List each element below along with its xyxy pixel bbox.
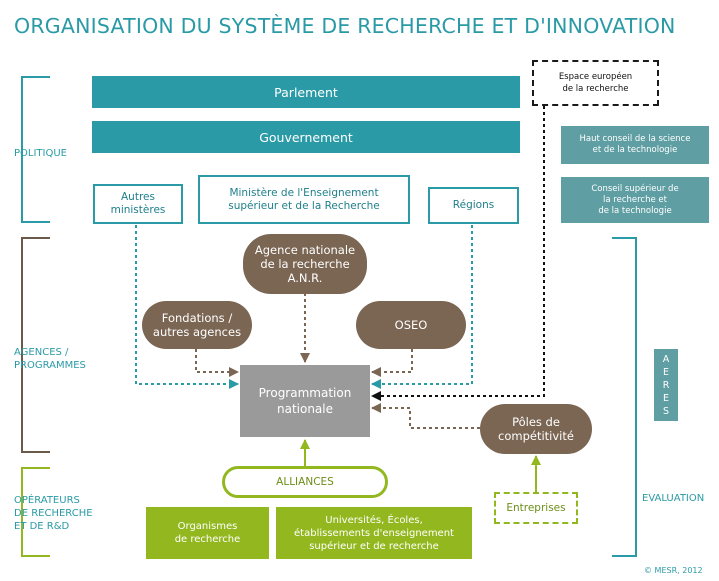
poles-line-1: Pôles de — [512, 415, 560, 429]
ministere-line-2: supérieur et de la Recherche — [228, 199, 380, 212]
autres-ministeres-line-1: Autres — [121, 191, 155, 203]
node-gouvernement: Gouvernement — [92, 121, 520, 153]
fondations-line-2: autres agences — [152, 325, 242, 339]
anr-line-2: de la recherche — [260, 257, 350, 271]
universites-line-2: établissements d'enseignement — [294, 527, 454, 539]
anr-line-3: A.N.R. — [287, 271, 323, 285]
node-parlement: Parlement — [92, 76, 520, 108]
node-entreprises: Entreprises — [494, 492, 578, 524]
node-ministere-esr: Ministère de l'Enseignement supérieur et… — [198, 175, 410, 224]
node-oseo: OSEO — [356, 301, 466, 349]
arrow-regions — [371, 225, 473, 389]
label-operateurs-line-2: DE RECHERCHE — [14, 508, 93, 519]
label-operateurs: OPÉRATEURS DE RECHERCHE ET DE R&D — [14, 494, 93, 533]
organismes-line-2: de recherche — [174, 534, 241, 545]
aeres-letter-5: S — [662, 405, 670, 417]
arrow-oseo — [371, 349, 413, 377]
node-espace-europeen: Espace européen de la recherche — [532, 60, 659, 106]
aeres-letter-4: E — [662, 392, 669, 404]
bracket-politique — [21, 76, 50, 223]
page-title: ORGANISATION DU SYSTÈME DE RECHERCHE ET … — [14, 14, 676, 38]
programmation-line-2: nationale — [276, 402, 333, 416]
node-conseil-superieur: Conseil supérieur de la recherche et de … — [561, 177, 709, 223]
node-anr: Agence nationale de la recherche A.N.R. — [243, 234, 367, 294]
universites-line-1: Universités, Écoles, — [325, 514, 423, 526]
aeres-letter-1: A — [662, 353, 670, 365]
anr-line-1: Agence nationale — [254, 243, 356, 257]
label-evaluation: EVALUATION — [642, 493, 705, 504]
aeres-letter-3: R — [662, 379, 670, 391]
node-haut-conseil: Haut conseil de la science et de la tech… — [561, 126, 709, 164]
label-operateurs-line-3: ET DE R&D — [14, 521, 70, 532]
conseil-superieur-line-2: la recherche et — [603, 194, 667, 205]
poles-line-2: compétitivité — [498, 429, 574, 443]
node-regions: Régions — [428, 187, 519, 224]
conseil-superieur-line-3: de la technologie — [598, 205, 672, 216]
node-fondations: Fondations / autres agences — [142, 301, 252, 349]
programmation-line-1: Programmation — [258, 386, 352, 400]
organismes-line-1: Organismes — [177, 521, 238, 532]
node-autres-ministeres: Autres ministères — [93, 184, 183, 224]
conseil-superieur-line-1: Conseil supérieur de — [591, 183, 679, 194]
universites-line-3: supérieur et de recherche — [309, 540, 439, 552]
bracket-agences — [21, 237, 50, 453]
arrow-poles — [371, 403, 480, 429]
aeres-letter-2: E — [662, 366, 669, 378]
espace-europeen-line-2: de la recherche — [562, 84, 629, 94]
node-alliances: ALLIANCES — [222, 466, 388, 498]
haut-conseil-line-2: et de la technologie — [592, 145, 678, 155]
espace-europeen-line-1: Espace européen — [558, 72, 633, 82]
node-programmation-nationale: Programmation nationale — [240, 365, 370, 437]
node-poles-competitivite: Pôles de compétitivité — [480, 404, 592, 454]
label-agences-line-1: AGENCES / — [14, 347, 69, 358]
ministere-line-1: Ministère de l'Enseignement — [229, 186, 379, 199]
fondations-line-1: Fondations / — [161, 311, 233, 325]
label-agences-line-2: PROGRAMMES — [14, 360, 86, 371]
arrow-espace-europeen — [371, 106, 545, 401]
label-operateurs-line-1: OPÉRATEURS — [14, 495, 80, 506]
autres-ministeres-line-2: ministères — [110, 204, 166, 216]
bracket-evaluation — [612, 237, 637, 557]
haut-conseil-line-1: Haut conseil de la science — [579, 134, 691, 144]
arrow-fondations — [195, 349, 239, 377]
node-organismes-recherche: Organismes de recherche — [146, 507, 269, 559]
copyright-note: © MESR, 2012 — [644, 566, 703, 575]
label-politique: POLITIQUE — [14, 148, 67, 159]
bracket-operateurs — [21, 467, 50, 557]
node-aeres: A E R E S — [654, 349, 678, 421]
label-agences-programmes: AGENCES / PROGRAMMES — [14, 346, 86, 372]
node-universites: Universités, Écoles, établissements d'en… — [276, 507, 472, 559]
arrow-autres-ministeres — [135, 225, 239, 389]
